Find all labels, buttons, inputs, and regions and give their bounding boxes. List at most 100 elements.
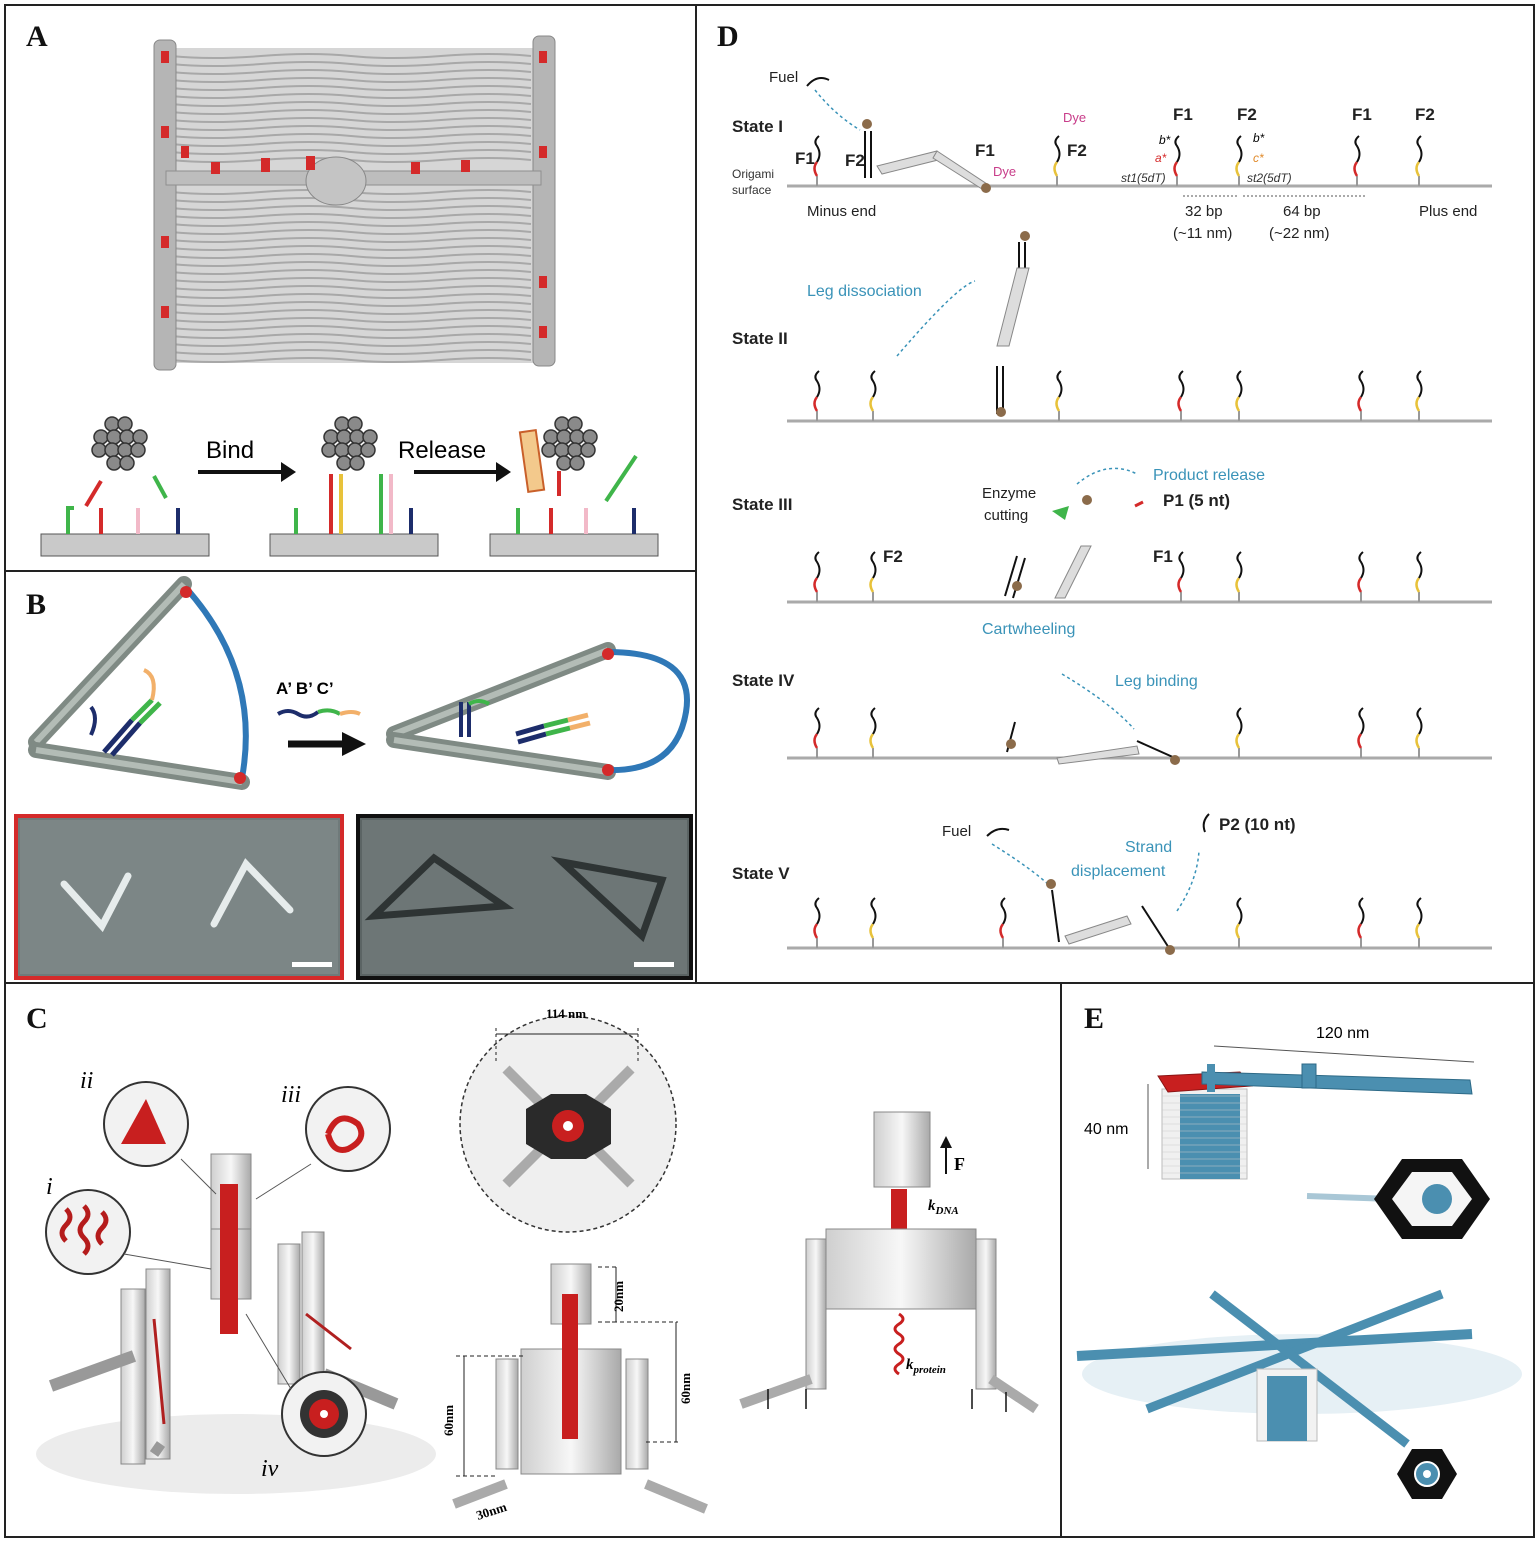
helix-circle — [334, 416, 350, 432]
helix-line — [170, 285, 532, 291]
enzyme-2: cutting — [984, 507, 1028, 524]
f2-foothold — [1055, 370, 1063, 421]
helix-circle — [117, 442, 133, 458]
bp-32: 32 bp — [1185, 203, 1223, 220]
side-view-dims: 20nm 60nm 60nm 30nm — [441, 1263, 708, 1523]
product-release: Product release — [1153, 467, 1265, 484]
helix-circle — [347, 416, 363, 432]
enzyme-1: Enzyme — [982, 485, 1036, 502]
helix-circle — [334, 442, 350, 458]
f2-state3: F2 — [883, 547, 903, 566]
panel-b: B A’ B’ C’ — [4, 570, 697, 984]
helix-line — [170, 69, 532, 75]
panel-d-label: D — [717, 20, 739, 53]
panel-e-label: E — [1084, 1002, 1105, 1035]
nm-120: 120 nm — [1316, 1025, 1369, 1042]
origami-surfaces — [787, 184, 1492, 950]
rotor-arm-device: 120 nm 40 nm — [1084, 1025, 1490, 1239]
helix-line — [170, 349, 532, 355]
helix-circle — [91, 442, 107, 458]
helix-line — [170, 85, 532, 91]
leg-binding: Leg binding — [1115, 673, 1198, 690]
p2-label: P2 (10 nt) — [1219, 815, 1296, 834]
helix-line — [170, 237, 532, 243]
helix-line — [170, 269, 532, 275]
fuel-label-1: Fuel — [769, 69, 798, 86]
f1-state3: F1 — [1153, 547, 1173, 566]
helix-line — [170, 61, 532, 67]
f2-foothold — [1415, 135, 1423, 186]
f1-foothold — [1353, 135, 1361, 186]
f2-foothold — [1235, 897, 1243, 948]
f1-foothold — [1177, 551, 1185, 602]
helix-circle — [554, 416, 570, 432]
f2-mid: F2 — [1067, 141, 1087, 160]
k-dna-sub: DNA — [935, 1205, 959, 1217]
panel-a-art: Bind Release — [40, 35, 659, 557]
helix-circle — [360, 442, 376, 458]
helix-line — [170, 261, 532, 267]
force-label: F — [954, 1154, 965, 1174]
f1-foothold — [999, 897, 1007, 948]
helix-circle — [104, 416, 120, 432]
helix-line — [170, 109, 532, 115]
origami-tile — [153, 35, 556, 371]
panel-e: E 120 nm 40 nm — [1060, 982, 1535, 1538]
strand-1: Strand — [1125, 839, 1172, 856]
cartwheeling: Cartwheeling — [982, 621, 1075, 638]
helix-line — [170, 221, 532, 227]
helix-line — [170, 229, 532, 235]
k-dna-k: k — [928, 1198, 936, 1214]
k-protein-k: k — [906, 1357, 914, 1373]
f2-foothold — [1415, 897, 1423, 948]
bp-64: 64 bp — [1283, 203, 1321, 220]
dim-114: 114 nm — [546, 1006, 586, 1021]
micrograph-open — [14, 814, 344, 980]
helix-line — [170, 117, 532, 123]
helix-circle — [569, 455, 585, 471]
micrograph-closed — [356, 814, 693, 980]
helix-line — [170, 77, 532, 83]
f2-foothold — [1415, 551, 1423, 602]
f2-foothold — [1415, 370, 1423, 421]
helix-circle — [323, 429, 339, 445]
helix-line — [170, 205, 532, 211]
walker-state-2 — [996, 231, 1030, 417]
c-star: c* — [1253, 151, 1264, 165]
footholds — [813, 135, 1423, 948]
f2-foothold — [869, 551, 877, 602]
panel-a: A — [4, 4, 697, 572]
f1-foothold — [1173, 135, 1181, 186]
p1-label: P1 (5 nt) — [1163, 491, 1230, 510]
helix-circle — [336, 455, 352, 471]
f2-a: F2 — [1237, 105, 1257, 124]
helix-circle — [130, 442, 146, 458]
helix-line — [170, 333, 532, 339]
f1-a: F1 — [1173, 105, 1193, 124]
helix-circle — [567, 442, 583, 458]
f1-foothold — [1357, 551, 1365, 602]
f1-foothold — [1357, 707, 1365, 758]
helix-line — [170, 101, 532, 107]
f2-foothold — [869, 370, 877, 421]
dim-20: 20nm — [611, 1281, 626, 1312]
panel-a-label: A — [26, 20, 48, 53]
f2-foothold — [1235, 551, 1243, 602]
a-star: a* — [1155, 151, 1167, 165]
f1-foothold — [813, 707, 821, 758]
hinge-open — [28, 576, 250, 790]
strands-arrow: A’ B’ C’ — [276, 679, 366, 756]
state-5-label: State V — [732, 864, 790, 883]
top-view: 114 nm — [459, 1006, 677, 1233]
helix-circle — [132, 429, 148, 445]
helix-line — [170, 253, 532, 259]
helix-line — [170, 245, 532, 251]
helix-circle — [106, 429, 122, 445]
roman-ii: ii — [80, 1068, 93, 1094]
panel-c-label: C — [26, 1002, 48, 1035]
state-4-label: State IV — [732, 671, 795, 690]
f1-foothold — [813, 897, 821, 948]
nanostructure-assembly: ii iii i iv — [36, 1068, 436, 1494]
panel-d: D State I State II State III State IV St… — [695, 4, 1535, 984]
helix-line — [170, 341, 532, 347]
